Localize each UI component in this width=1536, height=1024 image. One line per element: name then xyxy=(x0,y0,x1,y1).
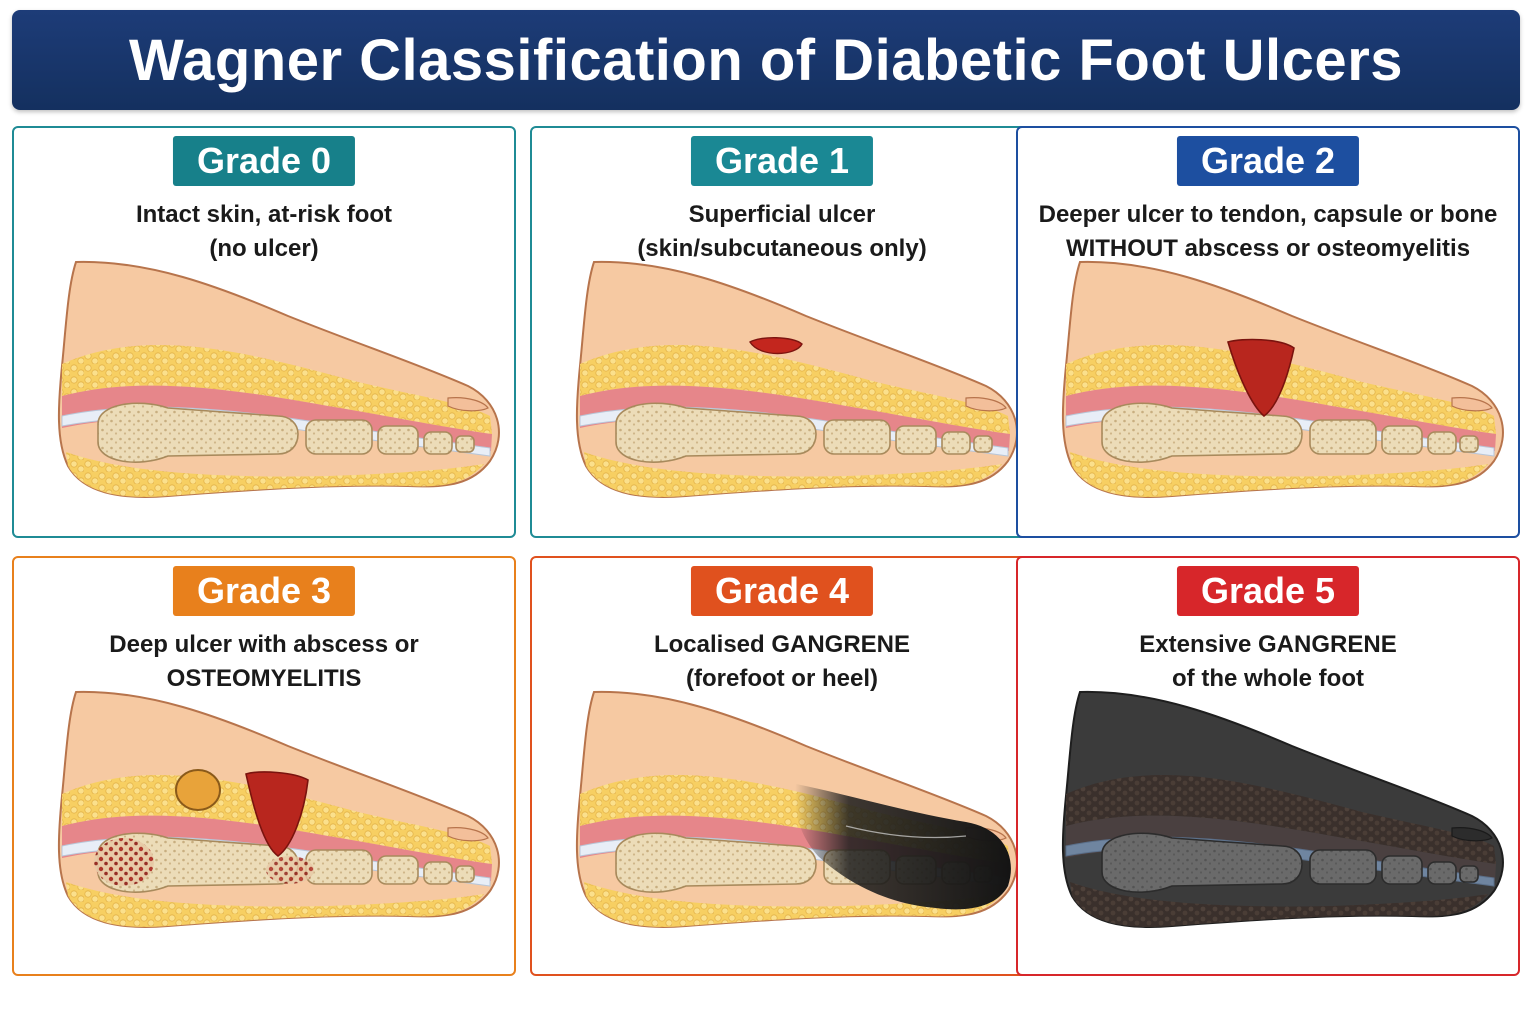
grade-description: Deep ulcer with abscess or OSTEOMYELITIS xyxy=(14,628,514,696)
grade-description: Extensive GANGRENE of the whole foot xyxy=(1018,628,1518,696)
fat-layer-top xyxy=(580,345,1010,434)
fat-layer-bottom xyxy=(66,882,484,927)
phalanx-bone xyxy=(377,425,419,455)
fat-layer-top xyxy=(1066,775,1496,864)
foot-cross-section-healthy-icon xyxy=(57,260,500,498)
distal-phalanx-bone xyxy=(1427,861,1457,885)
description-line-2: (forefoot or heel) xyxy=(686,665,878,692)
toenail xyxy=(447,827,489,842)
page-title: Wagner Classification of Diabetic Foot U… xyxy=(128,27,1404,93)
gangrene-tendon-line xyxy=(845,825,967,839)
tip-phalanx-bone xyxy=(455,435,475,453)
foot-cross-section-localised-gangrene-icon xyxy=(575,690,1018,928)
grade-badge: Grade 0 xyxy=(172,136,356,186)
foot-cross-section-deep-ulcer-icon xyxy=(1061,260,1504,498)
description-line-2: (skin/subcutaneous only) xyxy=(637,235,927,262)
description-line-1: Deeper ulcer to tendon, capsule or bone xyxy=(1038,201,1498,228)
grade-badge: Grade 1 xyxy=(690,136,874,186)
fat-layer-bottom xyxy=(1070,452,1488,497)
grade-badge: Grade 5 xyxy=(1176,566,1360,616)
metatarsal-bone xyxy=(305,849,373,885)
deep-ulcer xyxy=(245,771,309,857)
grade-panel-1: Grade 1 Superficial ulcer (skin/subcutan… xyxy=(530,126,1034,538)
phalanx-bone xyxy=(1381,425,1423,455)
deep-ulcer xyxy=(1227,338,1295,418)
distal-phalanx-bone xyxy=(941,431,971,455)
description-line-2: WITHOUT abscess or osteomyelitis xyxy=(1065,235,1471,262)
grade-description: Deeper ulcer to tendon, capsule or bone … xyxy=(1018,198,1518,266)
description-line-1: Extensive GANGRENE xyxy=(1139,631,1397,658)
fat-layer-bottom xyxy=(584,882,1002,927)
description-line-1: Localised GANGRENE xyxy=(653,631,911,658)
grade-badge: Grade 4 xyxy=(690,566,874,616)
description-line-1: Superficial ulcer xyxy=(688,201,876,228)
gangrene-forefoot xyxy=(794,784,1011,910)
grade-panel-0: Grade 0 Intact skin, at-risk foot (no ul… xyxy=(12,126,516,538)
fat-layer-top xyxy=(62,345,492,434)
distal-phalanx-bone xyxy=(423,431,453,455)
superficial-ulcer xyxy=(749,337,803,355)
description-line-2: (no ulcer) xyxy=(209,235,319,262)
fat-layer-bottom xyxy=(66,452,484,497)
grade-badge: Grade 2 xyxy=(1176,136,1360,186)
tip-phalanx-bone xyxy=(1459,435,1479,453)
grade-panel-5: Grade 5 Extensive GANGRENE of the whole … xyxy=(1016,556,1520,976)
title-banner: Wagner Classification of Diabetic Foot U… xyxy=(12,10,1520,110)
heel-bone xyxy=(97,402,299,463)
phalanx-bone xyxy=(895,425,937,455)
phalanx-bone xyxy=(377,855,419,885)
grade-description: Localised GANGRENE (forefoot or heel) xyxy=(532,628,1032,696)
fat-layer-bottom xyxy=(1070,882,1488,927)
distal-phalanx-bone xyxy=(1427,431,1457,455)
grade-panel-2: Grade 2 Deeper ulcer to tendon, capsule … xyxy=(1016,126,1520,538)
description-line-1: Deep ulcer with abscess or xyxy=(109,631,419,658)
metatarsal-bone xyxy=(305,419,373,455)
toenail xyxy=(447,397,489,412)
tip-phalanx-bone xyxy=(455,865,475,883)
tip-phalanx-bone xyxy=(973,435,993,453)
distal-phalanx-bone xyxy=(423,861,453,885)
heel-bone xyxy=(1101,832,1303,893)
tip-phalanx-bone xyxy=(1459,865,1479,883)
grade-panel-3: Grade 3 Deep ulcer with abscess or OSTEO… xyxy=(12,556,516,976)
description-line-2: of the whole foot xyxy=(1172,665,1364,692)
heel-bone xyxy=(1101,402,1303,463)
grade-description: Superficial ulcer (skin/subcutaneous onl… xyxy=(532,198,1032,266)
abscess xyxy=(175,769,221,811)
osteomyelitis-heel xyxy=(94,838,154,886)
foot-cross-section-extensive-gangrene-icon xyxy=(1061,690,1504,928)
description-line-1: Intact skin, at-risk foot xyxy=(135,201,393,228)
toenail xyxy=(1451,827,1493,842)
grade-panel-4: Grade 4 Localised GANGRENE (forefoot or … xyxy=(530,556,1034,976)
metatarsal-bone xyxy=(823,419,891,455)
toenail xyxy=(1451,397,1493,412)
grade-description: Intact skin, at-risk foot (no ulcer) xyxy=(14,198,514,266)
phalanx-bone xyxy=(1381,855,1423,885)
heel-bone xyxy=(615,832,817,893)
heel-bone xyxy=(615,402,817,463)
foot-cross-section-superficial-ulcer-icon xyxy=(575,260,1018,498)
osteomyelitis-bone xyxy=(266,856,314,884)
metatarsal-bone xyxy=(1309,419,1377,455)
toenail xyxy=(965,397,1007,412)
grade-badge: Grade 3 xyxy=(172,566,356,616)
metatarsal-bone xyxy=(1309,849,1377,885)
fat-layer-bottom xyxy=(584,452,1002,497)
foot-cross-section-abscess-osteomyelitis-icon xyxy=(57,690,500,928)
description-line-2: OSTEOMYELITIS xyxy=(166,665,362,692)
